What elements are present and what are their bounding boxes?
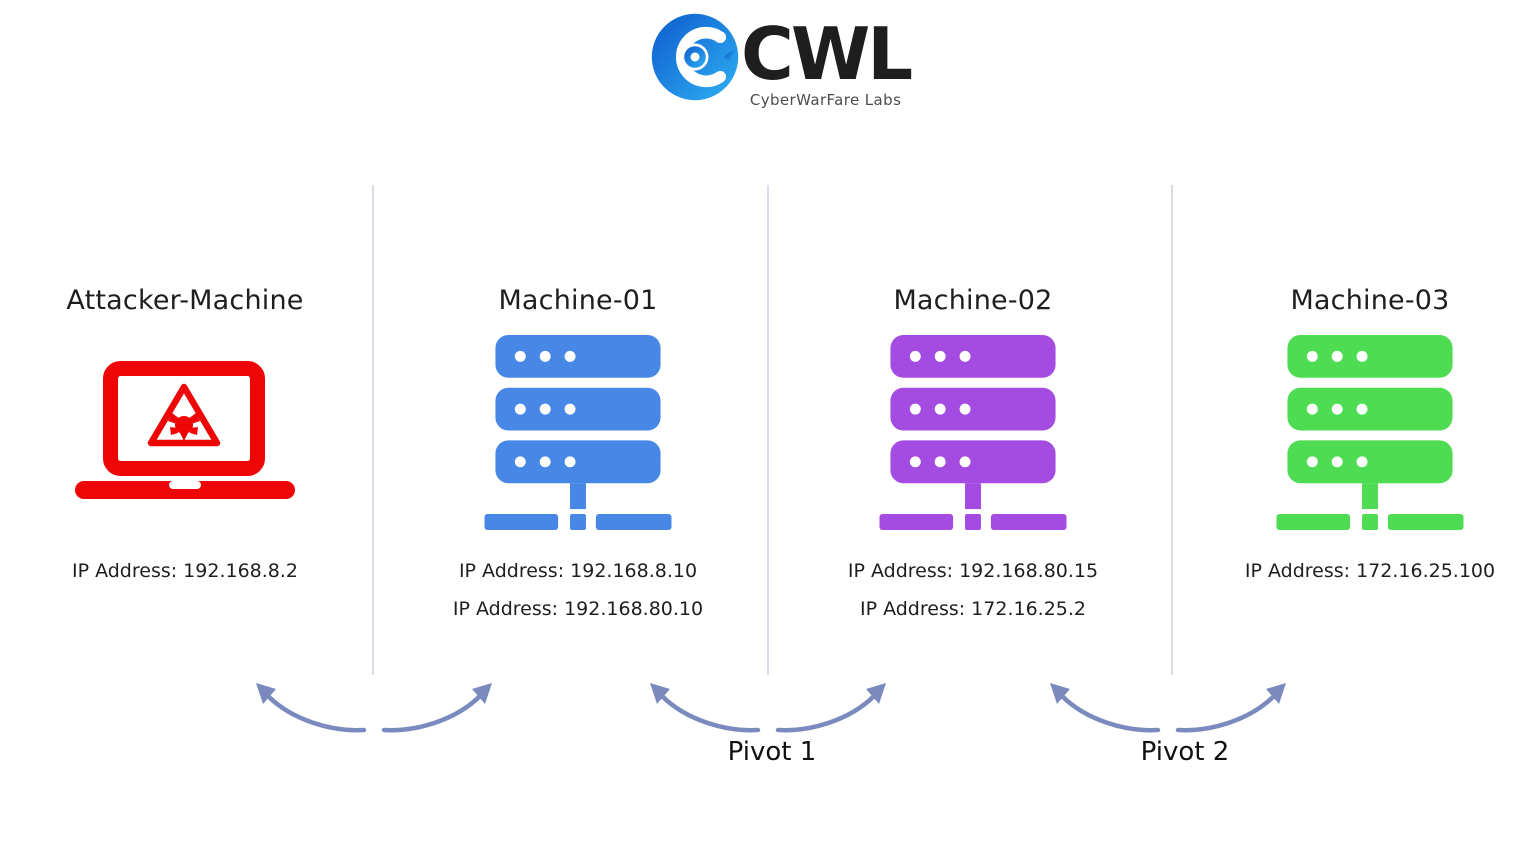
pivot-1-label: Pivot 1 <box>727 737 817 767</box>
brand-name: CWL <box>741 12 913 96</box>
pivot-arrows-attacker-to-machine01 <box>244 680 504 736</box>
ip-address: IP Address: 172.16.25.100 <box>1244 560 1496 582</box>
machine-column-02: Machine-02 IP Addre <box>823 285 1123 635</box>
cwl-logo-text: CWL CyberWarFare Labs <box>741 12 913 109</box>
machine-title: Machine-03 <box>1290 285 1450 316</box>
ip-address-list: IP Address: 172.16.25.100 <box>1200 562 1536 600</box>
machine-column-03: Machine-03 IP Addre <box>1220 285 1520 635</box>
ip-address: IP Address: 192.168.8.10 <box>458 560 698 582</box>
machine-title: Attacker-Machine <box>66 285 304 316</box>
pivot-arrows-pivot1 <box>638 680 898 736</box>
ip-address: IP Address: 192.168.8.2 <box>71 560 299 582</box>
pivot-arrows-pivot2 <box>1038 680 1298 736</box>
column-divider-3 <box>1171 185 1173 675</box>
brand-tagline: CyberWarFare Labs <box>749 91 902 109</box>
machine-column-attacker: Attacker-Machine IP Address: 192.168.8.2 <box>35 285 335 635</box>
laptop-malware-icon <box>75 361 295 499</box>
machine-title: Machine-01 <box>498 285 658 316</box>
server-stack-icon <box>484 335 672 530</box>
column-divider-2 <box>767 185 769 675</box>
machine-column-01: Machine-01 IP Addre <box>428 285 728 635</box>
server-stack-icon <box>1276 335 1464 530</box>
ip-address-list: IP Address: 192.168.8.2 <box>15 562 355 600</box>
column-divider-1 <box>372 185 374 675</box>
machine-title: Machine-02 <box>893 285 1053 316</box>
cwl-swirl-icon <box>651 13 739 101</box>
pivot-2-label: Pivot 2 <box>1140 737 1230 767</box>
ip-address-list: IP Address: 192.168.80.15 IP Address: 17… <box>803 562 1143 638</box>
ip-address-list: IP Address: 192.168.8.10 IP Address: 192… <box>408 562 748 638</box>
ip-address: IP Address: 192.168.80.10 <box>452 598 704 620</box>
cwl-logo: CWL CyberWarFare Labs <box>650 12 913 109</box>
ip-address: IP Address: 172.16.25.2 <box>859 598 1087 620</box>
server-stack-icon <box>879 335 1067 530</box>
ip-address: IP Address: 192.168.80.15 <box>847 560 1099 582</box>
